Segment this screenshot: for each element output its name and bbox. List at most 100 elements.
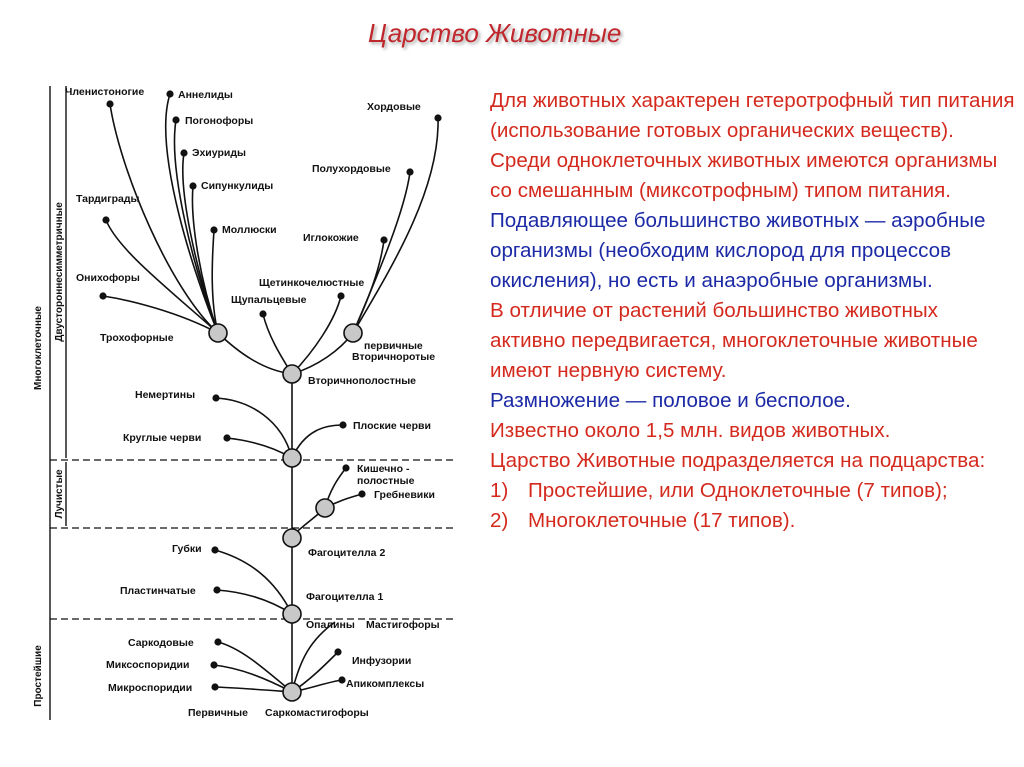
dot-sarkodovye [214, 638, 222, 646]
branch-annelidy [165, 93, 219, 334]
branch-gubki [214, 549, 293, 615]
dot-iglokozhie [380, 236, 388, 244]
label-iglokozhie: Иглокожие [303, 232, 359, 244]
dot-shchupaltsevye [259, 310, 267, 318]
label-pervichnye-1: первичные [364, 340, 423, 352]
label-kruglye-chervi: Круглые черви [123, 432, 201, 444]
label-mikrosporidii: Микроспоридии [108, 682, 192, 694]
subkingdom-number: 2) [490, 509, 509, 532]
subkingdom-text: Простейшие, или Одноклеточные (7 типов); [528, 479, 948, 502]
label-sipunkulidy: Сипункулиды [201, 180, 273, 192]
dot-kishechnopolostnye [342, 464, 350, 472]
label-apikompleksy: Апикомплексы [346, 678, 424, 690]
paragraph-respiration: Подавляющее большинство животных — аэроб… [490, 209, 986, 292]
phylogenetic-tree: Многоклеточные Двусторонне­симметричные … [33, 86, 455, 720]
dot-grebneviki [358, 490, 366, 498]
label-bilateral: Двусторонне­симметричные [54, 202, 65, 342]
paragraph-species-count: Известно около 1,5 млн. видов животных. [490, 419, 891, 442]
branch-kruglye [226, 437, 293, 459]
node-protozoa-root [282, 682, 302, 702]
branch-shchupaltsevye [262, 313, 293, 375]
label-sarkodovye: Саркодовые [128, 637, 194, 649]
dot-mollyuski [210, 226, 218, 234]
dot-polukhordovye [406, 168, 414, 176]
branch-plastinchatye [216, 589, 293, 615]
dot-ekhiuridy [180, 149, 188, 157]
node-trochophore [208, 323, 228, 343]
label-trokhofornye: Трохофорные [100, 332, 174, 344]
paragraph-subkingdoms: Царство Животные подразделяется на подца… [490, 449, 986, 472]
branch-trunk-deuterostome [291, 332, 354, 375]
dot-onikhofory [99, 292, 107, 300]
label-protozoa: Простейшие [33, 645, 44, 707]
branch-shchetinkochelyustnye [291, 295, 342, 375]
label-vtorichnopolostnye: Вторичнополостные [308, 375, 416, 387]
label-infuzorii: Инфузории [352, 655, 411, 667]
label-khordovye: Хордовые [367, 101, 421, 113]
label-pogonofory: Погонофоры [185, 115, 253, 127]
dot-khordovye [434, 114, 442, 122]
branch-iglokozhie [352, 239, 385, 334]
label-fagotsitella2: Фагоцителла 2 [308, 547, 385, 559]
branch-trunk-trochophore [217, 332, 293, 375]
node-bilateral-base [282, 448, 302, 468]
dot-apikompleksy [338, 676, 346, 684]
branch-nemertiny [215, 397, 293, 459]
label-sarkomastigofory: Саркомастигофоры [265, 707, 369, 719]
dot-infuzorii [334, 648, 342, 656]
subkingdom-item: 1) Простейшие, или Одноклеточные (7 типо… [490, 476, 1015, 506]
dot-kruglye [223, 434, 231, 442]
label-ploskie-chervi: Плоские черви [353, 420, 431, 432]
dot-miksosporidii [210, 661, 218, 669]
subkingdom-number: 1) [490, 479, 509, 502]
label-shchupaltsevye: Щупальцевые [231, 294, 307, 306]
label-kishechnopolostnye-1: Кишечно - [357, 463, 410, 475]
branch-mikrosporidii [214, 686, 293, 693]
label-opaliny: Опалины [306, 619, 355, 631]
label-mastigofory: Мастигофоры [366, 619, 440, 631]
label-annelidy: Аннелиды [178, 89, 233, 101]
dot-ploskie [339, 421, 347, 429]
description-text: Для животных характерен гетеротрофный ти… [490, 86, 1015, 536]
node-fagotsitella2 [282, 528, 302, 548]
label-fagotsitella1: Фагоцителла 1 [306, 591, 383, 603]
label-plastinchatye: Пластинчатые [120, 585, 196, 597]
dot-pogonofory [172, 116, 180, 124]
branch-sarkodovye [217, 641, 293, 693]
label-mollyuski: Моллюски [222, 224, 277, 236]
node-fagotsitella1 [282, 604, 302, 624]
dot-shchetinkochelyustnye [337, 292, 345, 300]
branch-khordovye [352, 117, 439, 334]
label-grebneviki: Гребневики [374, 489, 435, 501]
label-miksosporidii: Миксоспоридии [106, 659, 189, 671]
subkingdom-item: 2) Многоклеточные (17 типов). [490, 506, 1015, 536]
dot-mikrosporidii [211, 683, 219, 691]
paragraph-nutrition: Для животных характерен гетеротрофный ти… [490, 89, 1015, 202]
dot-sipunkulidy [189, 182, 197, 190]
label-onikhofory: Онихофоры [76, 272, 140, 284]
branch-opaliny-mastigofory [291, 621, 336, 693]
label-nemertiny: Немертины [135, 389, 195, 401]
subkingdom-text: Многоклеточные (17 типов). [528, 509, 796, 532]
label-polukhordovye: Полухордовые [312, 163, 391, 175]
label-kishechnopolostnye-2: полостные [357, 475, 415, 487]
branch-onikhofory [102, 295, 219, 334]
slide-title: Царство Животные [368, 18, 622, 48]
node-coelomate [282, 364, 302, 384]
label-ekhiuridy: Эхиуриды [192, 147, 246, 159]
label-radial: Лучистые [54, 469, 65, 519]
label-shchetinkochelyustnye: Щетинкочелюстные [259, 277, 364, 289]
dot-tardigrady [102, 216, 110, 224]
label-chlenistonogie: Членистоногие [65, 86, 144, 98]
label-gubki: Губки [172, 543, 202, 555]
label-pervichnye: Первичные [188, 707, 248, 719]
branch-sipunkulidy [191, 185, 219, 334]
dot-chlenistonogie [106, 100, 114, 108]
branch-mollyuski [211, 229, 219, 334]
paragraph-reproduction: Размножение — половое и бесполое. [490, 389, 851, 412]
dot-annelidy [166, 90, 174, 98]
dot-plastinchatye [213, 586, 221, 594]
paragraph-movement: В отличие от растений большинство животн… [490, 299, 978, 382]
dot-nemertiny [212, 394, 220, 402]
node-radiata [315, 498, 335, 518]
